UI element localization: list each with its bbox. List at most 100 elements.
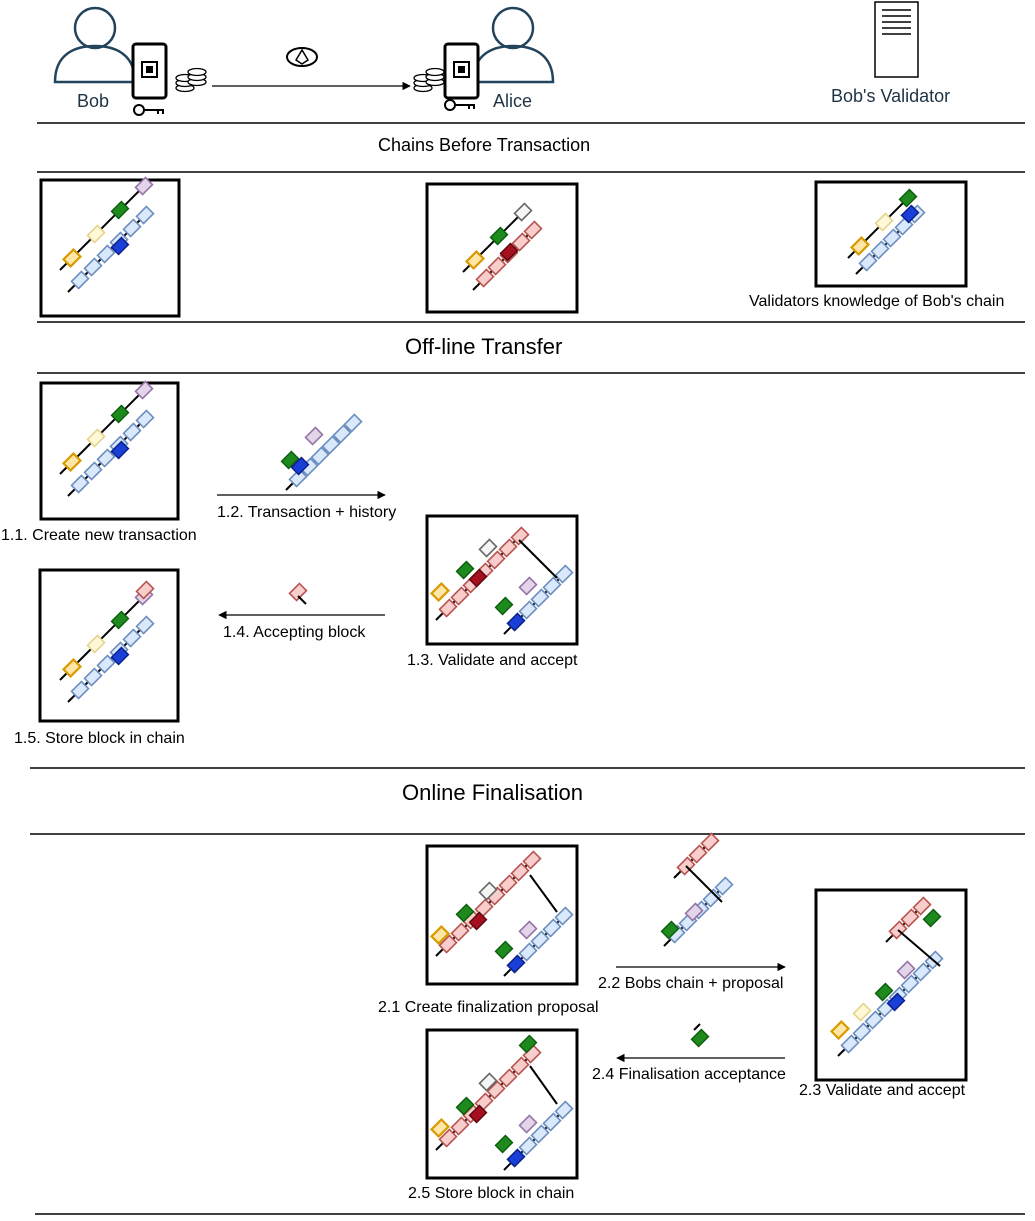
bob-chain-1-5-low-block-1: [83, 667, 103, 687]
bob-chain-1-5: [59, 580, 155, 703]
step-2-3-label: 2.3 Validate and accept: [799, 1082, 966, 1099]
p21-low-block-0: [438, 934, 458, 954]
section-title-offline: Off-line Transfer: [405, 334, 563, 359]
a13-bgreen: [494, 596, 514, 616]
a13-gold: [429, 581, 451, 603]
p21-low-block-7: [522, 850, 542, 870]
bcp-top-block-2: [700, 832, 720, 852]
accepting-block-tail: [297, 595, 307, 605]
accepting-block: [288, 582, 308, 605]
alice-chain-before-low-block-3: [511, 232, 531, 252]
th-low-block-2: [310, 446, 330, 466]
a25-low-block-1: [450, 1116, 470, 1136]
a25-b-block-1: [518, 1136, 538, 1156]
v23-low-block-1: [852, 1022, 872, 1042]
v23-top-spine: [885, 905, 923, 943]
bob-chain-1-5-up-block-4: [110, 610, 130, 630]
bob-chain-before-up-block-6: [134, 176, 154, 196]
bob-label: Bob: [77, 91, 110, 111]
bcp-lilac: [684, 902, 704, 922]
validator-label: Bob's Validator: [831, 86, 951, 106]
a13-b-block-3: [542, 576, 562, 596]
bob-chain-1-1-low-block-4: [122, 422, 142, 442]
panels: [38, 178, 968, 1180]
a25-b-block-3: [542, 1112, 562, 1132]
bob-chain-1-1-low-block-2: [96, 448, 116, 468]
vcb-low-block-1: [870, 240, 890, 260]
alice-chain-2-5: [429, 1034, 574, 1171]
v23-low-block-5: [900, 974, 920, 994]
bob-chain-before-up-block-0: [61, 247, 83, 269]
a13-blilac: [518, 576, 538, 596]
v23-topgreen: [922, 908, 942, 928]
bob-chain-before-blue: [110, 236, 130, 256]
bob-chain-1-5-red: [135, 580, 155, 600]
vcb-up-block-0: [849, 235, 871, 257]
step-2-4-label: 2.4 Finalisation acceptance: [592, 1066, 786, 1083]
validator-server-icon: [874, 1, 919, 78]
finalisation-block-tail: [693, 1023, 701, 1031]
alice-key-icon: [444, 99, 475, 111]
bob-chain-1-1-up-block-4: [110, 404, 130, 424]
bob-chain-before-up-block-2: [86, 224, 106, 244]
bob-chain-1-1: [59, 380, 155, 497]
p21-b-block-2: [530, 930, 550, 950]
proposal-chain-2-1: [429, 850, 574, 977]
finalisation-block-shape: [690, 1028, 710, 1048]
vcb-up-block-2: [874, 212, 894, 232]
v23-link: [897, 929, 941, 967]
bob-chain-1-5-low-block-0: [70, 680, 90, 700]
alice-chain-before: [462, 202, 543, 291]
alice-chain-before-low-block-0: [475, 268, 495, 288]
p21-bblue: [506, 954, 526, 974]
v23-gold: [829, 1019, 851, 1041]
step-2-2-label: 2.2 Bobs chain + proposal: [598, 975, 784, 992]
a13-b-block-2: [530, 588, 550, 608]
a13-dr: [468, 568, 488, 588]
a25-link: [529, 1065, 558, 1105]
bob-chain-1-1-up-block-6: [134, 380, 154, 400]
bob-chain-1-5-up-block-2: [86, 634, 106, 654]
a13-grey: [478, 538, 498, 558]
a25-low-block-5: [498, 1068, 518, 1088]
step-1-5-label: 1.5. Store block in chain: [14, 730, 185, 747]
p21-b-block-4: [554, 906, 574, 926]
validator-chain-2-3: [829, 896, 944, 1057]
v23-low-block-6: [912, 962, 932, 982]
vcb-up-block-4: [898, 188, 918, 208]
p21-grey: [478, 881, 498, 901]
bob-chain-before-low-block-0: [70, 270, 90, 290]
alice-phone-icon: [443, 42, 480, 100]
p21-low-block-1: [450, 922, 470, 942]
bob-person-icon: [53, 6, 137, 84]
bob-chain-before-low-block-2: [96, 244, 116, 264]
th-low-block-0: [288, 468, 308, 488]
th-low-block-5: [343, 413, 363, 433]
th-lilac: [304, 426, 324, 446]
a25-topgreen: [518, 1034, 538, 1054]
a25-dr: [468, 1104, 488, 1124]
finalisation-block: [690, 1023, 710, 1048]
validator-chain-before: [847, 188, 926, 275]
a25-b-block-2: [530, 1124, 550, 1144]
v23-blue: [886, 992, 906, 1012]
bob-chain-before-up-block-4: [110, 200, 130, 220]
a13-low-block-6: [510, 526, 530, 546]
alice-label: Alice: [493, 91, 533, 111]
bob-chain-1-5-low-block-2: [96, 654, 116, 674]
p21-gold: [429, 924, 451, 946]
step-2-1-label: 2.1 Create finalization proposal: [378, 999, 599, 1016]
vcb-low-block-0: [858, 252, 878, 272]
transaction-history-chain: [280, 413, 363, 491]
a13-green: [455, 560, 475, 580]
bcp-low-block-4: [714, 876, 734, 896]
validator-knowledge-caption: Validators knowledge of Bob's chain: [749, 293, 1005, 310]
a13-bblue: [506, 612, 526, 632]
alice-chain-1-3: [429, 526, 574, 635]
section-title-chains-before: Chains Before Transaction: [378, 135, 591, 155]
bob-chain-1-5-blue: [110, 646, 130, 666]
p21-b-block-1: [518, 942, 538, 962]
vcb-blue: [900, 204, 920, 224]
a13-low-block-4: [486, 550, 506, 570]
a25-bblue: [506, 1148, 526, 1168]
